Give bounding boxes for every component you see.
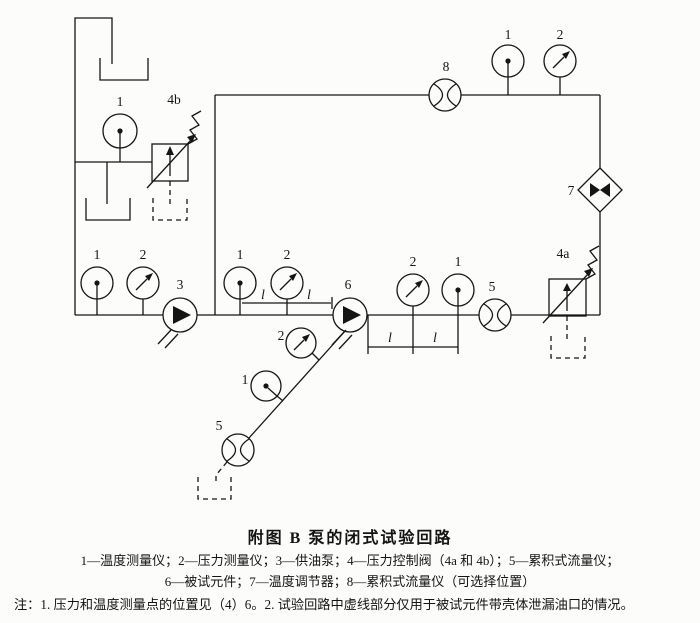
flow-meter-optional-icon — [428, 78, 462, 112]
label-distance-l-4: l — [433, 331, 437, 346]
spring-icon — [187, 110, 202, 145]
spring-icon — [585, 245, 600, 280]
pressure-control-valve-4b-icon — [146, 110, 202, 221]
label-temp-gauge-return: 1 — [94, 247, 101, 262]
figure-note: 注：1. 压力和温度测量点的位置见（4）6。2. 试验回路中虚线部分仅用于被试元… — [14, 597, 634, 612]
pressure-gauge-drain-icon — [285, 327, 317, 359]
label-pressure-gauge-outlet: 2 — [410, 254, 417, 269]
temperature-gauge-boost-icon — [102, 113, 138, 149]
reservoir-top-icon — [99, 58, 149, 81]
label-temp-gauge-outlet: 1 — [455, 254, 462, 269]
label-distance-l-2: l — [307, 288, 311, 303]
test-unit-pump-icon — [331, 297, 368, 350]
temperature-gauge-drain-icon — [250, 370, 282, 402]
label-test-unit: 6 — [345, 277, 352, 292]
label-pressure-gauge-top: 2 — [557, 27, 564, 42]
pressure-gauge-inlet-icon — [270, 266, 304, 300]
drain-tank-dashed-icon — [152, 198, 188, 221]
label-flow-meter-optional: 8 — [443, 59, 450, 74]
pipe-lines — [74, 17, 601, 439]
label-distance-l-1: l — [261, 288, 265, 303]
label-pressure-gauge-return: 2 — [140, 247, 147, 262]
dimension-marks — [242, 297, 459, 354]
pressure-gauge-return-icon — [126, 266, 160, 300]
figure-legend-line2: 6—被试元件；7—温度调节器；8—累积式流量仪（可选择位置） — [164, 574, 536, 589]
label-temp-gauge-boost: 1 — [117, 94, 124, 109]
label-flow-meter-main: 5 — [489, 279, 496, 294]
label-pressure-gauge-inlet: 2 — [284, 247, 291, 262]
label-valve-4a: 4a — [557, 246, 570, 261]
figure-title: 附图 B 泵的闭式试验回路 — [247, 530, 453, 547]
supply-pump-icon — [157, 297, 198, 349]
pressure-gauge-outlet-icon — [396, 273, 430, 307]
label-temp-regulator: 7 — [568, 183, 575, 198]
flow-meter-main-icon — [478, 298, 512, 332]
pressure-control-valve-4a-icon — [542, 245, 600, 359]
label-temp-gauge-inlet: 1 — [237, 247, 244, 262]
reservoir-middle-icon — [85, 198, 131, 221]
figure-legend-line1: 1—温度测量仪；2—压力测量仪；3—供油泵；4—压力控制阀（4a 和 4b）；5… — [80, 553, 620, 568]
circuit-diagram: 1 4b 1 2 3 1 2 6 2 1 5 4a 7 8 1 2 2 1 5 … — [74, 17, 623, 500]
label-temp-gauge-top: 1 — [505, 27, 512, 42]
temperature-gauge-top-icon — [491, 44, 525, 78]
label-flow-meter-drain: 5 — [216, 418, 223, 433]
label-temp-gauge-drain: 1 — [242, 372, 249, 387]
label-valve-4b: 4b — [167, 92, 181, 107]
drain-tank-dashed-icon — [197, 477, 232, 500]
temperature-gauge-inlet-icon — [223, 266, 257, 300]
label-supply-pump: 3 — [177, 277, 184, 292]
pressure-gauge-top-icon — [543, 44, 577, 78]
temperature-gauge-outlet-icon — [441, 273, 475, 307]
label-pressure-gauge-drain: 2 — [278, 328, 285, 343]
temperature-regulator-icon — [577, 167, 623, 213]
flow-meter-drain-icon — [197, 433, 255, 500]
label-distance-l-3: l — [388, 331, 392, 346]
drain-tank-dashed-icon — [550, 336, 586, 359]
temperature-gauge-return-icon — [80, 266, 114, 300]
